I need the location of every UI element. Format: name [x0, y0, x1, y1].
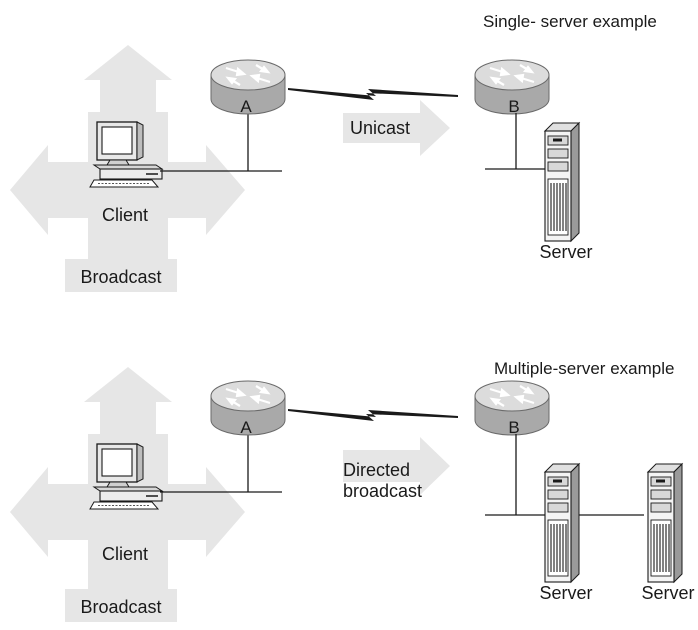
server-icon — [544, 463, 580, 583]
directed-broadcast-arrow-icon — [343, 437, 450, 495]
broadcast-label-box — [65, 259, 177, 292]
directed-label-line1: Directed — [343, 460, 410, 480]
serial-link-icon — [288, 88, 458, 100]
server-label: Server — [641, 583, 694, 603]
broadcast-label: Broadcast — [80, 267, 161, 287]
router-b-label: B — [508, 418, 519, 437]
broadcast-label: Broadcast — [80, 597, 161, 617]
router-a-label: A — [240, 97, 252, 116]
multiple-server-section: Multiple-server example Broadcast Client… — [10, 359, 695, 622]
single-server-section: Single- server example Broadcast Client … — [10, 12, 657, 292]
server-label: Server — [539, 242, 592, 262]
unicast-label: Unicast — [350, 118, 410, 138]
serial-link-icon — [288, 409, 458, 421]
directed-label-line2: broadcast — [343, 481, 422, 501]
section-title: Single- server example — [483, 12, 657, 31]
server-icon — [647, 463, 683, 583]
server-label: Server — [539, 583, 592, 603]
client-label: Client — [102, 205, 148, 225]
router-a-label: A — [240, 418, 252, 437]
client-label: Client — [102, 544, 148, 564]
section-title: Multiple-server example — [494, 359, 674, 378]
unicast-arrow-icon — [343, 100, 450, 156]
broadcast-label-box — [65, 589, 177, 622]
router-b-label: B — [508, 97, 519, 116]
server-icon — [544, 122, 580, 242]
